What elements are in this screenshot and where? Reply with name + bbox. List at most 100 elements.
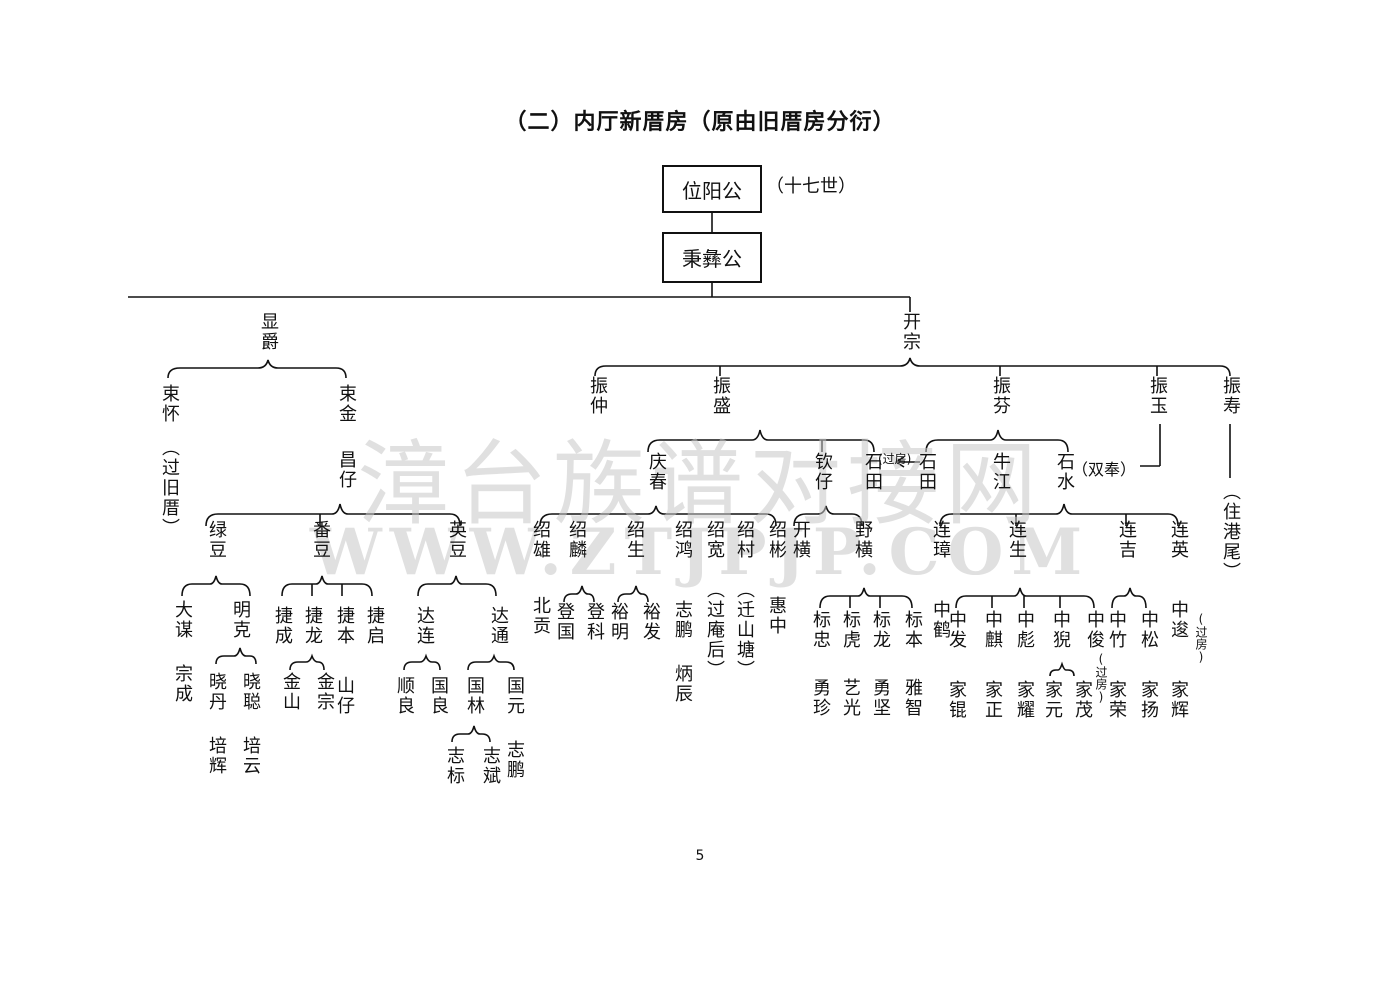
name-changzi: 昌仔	[336, 450, 357, 490]
note-guofang1: (过房)	[878, 452, 912, 466]
name-yeheng: 野横	[852, 520, 873, 560]
name-guolin: 国林	[464, 676, 485, 716]
name-jinshan: 金山	[280, 672, 301, 712]
name-jiayuan: 家元	[1042, 680, 1063, 720]
name-guoyuan: 国元	[504, 676, 525, 716]
name-biaozhong: 标忠	[810, 610, 831, 650]
name-jiamao: 家茂	[1072, 680, 1093, 720]
name-zhenfen: 振芬	[990, 376, 1011, 416]
name-zhongzhu: 中竹	[1106, 610, 1127, 650]
name-shanzi: 山仔	[334, 676, 355, 716]
name-zhongqi: 中麒	[982, 610, 1003, 650]
name-jieqi: 捷启	[364, 606, 385, 646]
name-zhenshou: 振寿	[1220, 376, 1241, 416]
name-lianzhang: 连璋	[930, 520, 951, 560]
name-shitian1: 石田	[862, 452, 883, 492]
name-shaolin: 绍麟	[566, 520, 587, 560]
name-yuming: 裕明	[608, 602, 629, 642]
name-damou: 大谋	[172, 600, 193, 640]
name-zhibin: 志斌	[480, 746, 501, 786]
name-zhonghe: 中鹤	[930, 600, 951, 640]
name-zhipeng1: 志鹏	[504, 740, 525, 780]
name-lianji: 连吉	[1116, 520, 1137, 560]
page-number: 5	[695, 848, 705, 864]
name-jiakun: 家锟	[946, 680, 967, 720]
name-qingchun: 庆春	[646, 452, 667, 492]
name-shaoxiong: 绍雄	[530, 520, 551, 560]
name-shaokuan: 绍宽	[704, 520, 725, 560]
name-biaohu: 标虎	[840, 610, 861, 650]
name-kaiheng: 开横	[790, 520, 811, 560]
name-zhongjun1: 中俊	[1084, 610, 1105, 650]
note-zhenshou: （住港尾）	[1220, 482, 1241, 582]
name-fandou: 番豆	[310, 520, 331, 560]
name-zhongni: 中猊	[1050, 610, 1071, 650]
name-jiecheng: 捷成	[272, 606, 293, 646]
name-zhongbiao: 中彪	[1014, 610, 1035, 650]
name-shujin: 束金	[336, 384, 357, 424]
name-biaolong: 标龙	[870, 610, 891, 650]
name-zhongfa: 中发	[946, 610, 967, 650]
name-zhenzhong: 振仲	[587, 376, 608, 416]
name-yongzhen: 勇珍	[810, 678, 831, 718]
name-datong: 达通	[488, 606, 509, 646]
generation-note: （十七世）	[766, 176, 856, 197]
name-lvdou: 绿豆	[206, 520, 227, 560]
name-xianjue: 显爵	[258, 312, 279, 352]
name-jiayao: 家耀	[1014, 680, 1035, 720]
name-shaosheng: 绍生	[624, 520, 645, 560]
name-zhipeng2: 志鹏	[672, 600, 693, 640]
name-shaobin: 绍彬	[766, 520, 787, 560]
name-jiazheng: 家正	[982, 680, 1003, 720]
name-zhibiao: 志标	[444, 746, 465, 786]
note-shaocun: （迁山塘）	[734, 580, 755, 680]
root-box: 位阳公	[662, 165, 762, 213]
name-xiaodan: 晓丹	[206, 672, 227, 712]
name-niujiang: 牛江	[990, 452, 1011, 492]
name-zhensheng: 振盛	[710, 376, 731, 416]
name-zongcheng: 宗成	[172, 664, 193, 704]
name-lianying: 连英	[1168, 520, 1189, 560]
note-guofang2: (过房)	[1094, 652, 1108, 704]
name-shaohong: 绍鸿	[672, 520, 693, 560]
note-shuhuai: （过旧厝）	[159, 438, 180, 538]
name-jinzong: 金宗	[314, 672, 335, 712]
name-dengguo: 登国	[554, 602, 575, 642]
name-jiarong: 家荣	[1106, 680, 1127, 720]
name-jielong: 捷龙	[302, 606, 323, 646]
name-jiahui: 家辉	[1168, 680, 1189, 720]
name-shaocun: 绍村	[734, 520, 755, 560]
name-zhongjun2: 中逡	[1168, 600, 1189, 640]
name-beigong: 北贡	[530, 596, 551, 636]
name-kaizong: 开宗	[900, 312, 921, 352]
name-zhongsong: 中松	[1138, 610, 1159, 650]
name-guoliang: 国良	[428, 676, 449, 716]
name-shishui: 石水	[1054, 452, 1075, 492]
name-huizhong: 惠中	[766, 596, 787, 636]
name-shunliang: 顺良	[394, 676, 415, 716]
name-mingke: 明克	[230, 600, 251, 640]
name-yongjian: 勇坚	[870, 678, 891, 718]
note-shuangfeng: （双奉）	[1072, 460, 1137, 479]
name-jiayang: 家扬	[1138, 680, 1159, 720]
name-yingdou: 英豆	[446, 520, 467, 560]
name-qinzi: 钦仔	[812, 452, 833, 492]
name-yazhi: 雅智	[902, 678, 923, 718]
name-jieben: 捷本	[334, 606, 355, 646]
child-box: 秉彝公	[662, 232, 762, 283]
name-xiaocong: 晓聪	[240, 672, 261, 712]
name-shuhuai: 束怀	[159, 384, 180, 424]
name-shitian2: 石田	[916, 452, 937, 492]
note-shaokuan: （过庵后）	[704, 580, 725, 680]
name-dalian: 达连	[414, 606, 435, 646]
name-peihui: 培辉	[206, 736, 227, 776]
name-biaoben: 标本	[902, 610, 923, 650]
page-title: （二）内厅新厝房（原由旧厝房分衍）	[504, 110, 896, 135]
name-peiyun: 培云	[240, 736, 261, 776]
note-guofang3: (过房)	[1194, 612, 1208, 664]
name-yiguang: 艺光	[840, 678, 861, 718]
name-zhenyu: 振玉	[1147, 376, 1168, 416]
name-yufa: 裕发	[640, 602, 661, 642]
name-bingchen: 炳辰	[672, 664, 693, 704]
